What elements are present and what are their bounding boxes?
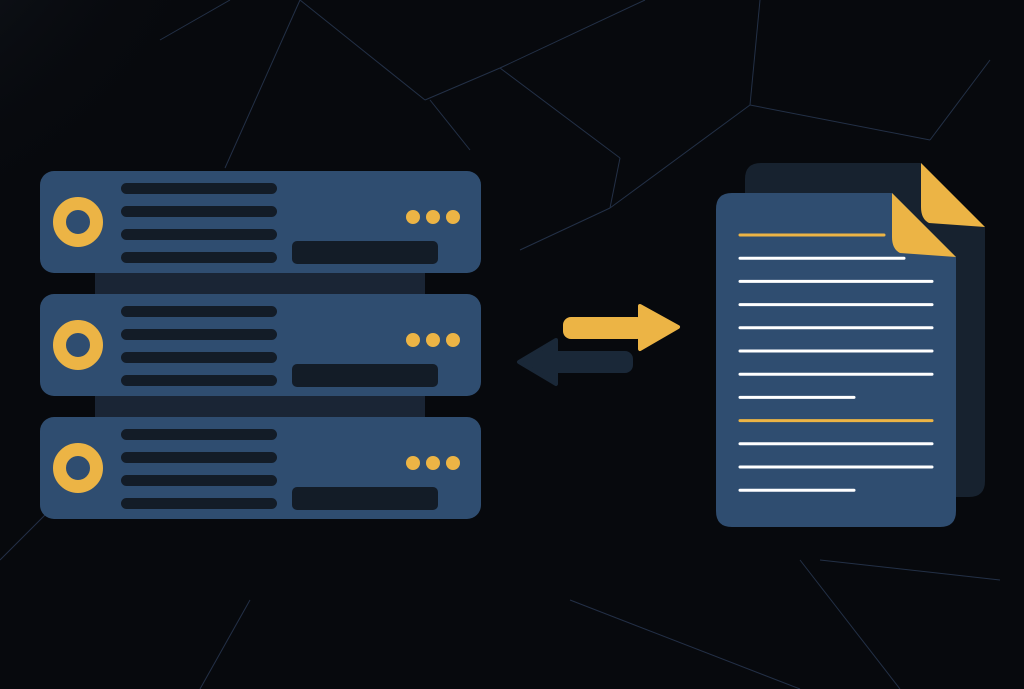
drive-bay-line xyxy=(121,329,277,340)
network-line xyxy=(519,207,611,251)
folded-corner xyxy=(892,193,956,257)
server-rack xyxy=(40,171,481,519)
network-line xyxy=(224,0,301,169)
server-slot xyxy=(292,241,438,264)
arrow-left-shaft xyxy=(550,351,633,373)
arrow-right-shaft xyxy=(563,317,645,339)
server-unit xyxy=(40,294,481,396)
network-line xyxy=(569,599,801,689)
network-line xyxy=(929,59,991,141)
network-line xyxy=(749,104,931,141)
network-line xyxy=(819,559,1001,581)
indicator-dot xyxy=(426,333,440,347)
network-line xyxy=(749,0,761,106)
indicator-dot xyxy=(446,210,460,224)
network-line xyxy=(299,0,426,101)
drive-bay-line xyxy=(121,306,277,317)
indicator-dot xyxy=(446,333,460,347)
server-unit xyxy=(40,171,481,273)
power-ring-icon xyxy=(53,197,103,247)
server-slot xyxy=(292,487,438,510)
indicator-dot xyxy=(406,456,420,470)
indicator-dot xyxy=(406,333,420,347)
power-ring-icon xyxy=(53,320,103,370)
network-line xyxy=(424,67,501,101)
drive-bay-line xyxy=(121,206,277,217)
drive-bay-line xyxy=(121,352,277,363)
drive-bay-line xyxy=(121,229,277,240)
drive-bay-line xyxy=(121,498,277,509)
network-line xyxy=(609,157,621,209)
indicator-dot xyxy=(406,210,420,224)
power-ring-icon xyxy=(53,443,103,493)
network-line xyxy=(499,0,646,69)
drive-bay-line xyxy=(121,252,277,263)
arrow-left-icon xyxy=(517,338,558,386)
drive-bay-line xyxy=(121,452,277,463)
server-slot xyxy=(292,364,438,387)
indicator-dot xyxy=(426,456,440,470)
indicator-dot xyxy=(426,210,440,224)
drive-bay-line xyxy=(121,475,277,486)
server-unit xyxy=(40,417,481,519)
network-line xyxy=(799,559,901,689)
document-stack xyxy=(716,163,985,527)
network-line xyxy=(429,99,471,151)
network-line xyxy=(159,0,231,41)
transfer-arrows xyxy=(517,304,680,386)
network-lines xyxy=(0,0,1001,689)
network-line xyxy=(499,67,621,159)
drive-bay-line xyxy=(121,183,277,194)
indicator-dot xyxy=(446,456,460,470)
folded-corner xyxy=(921,163,985,227)
drive-bay-line xyxy=(121,429,277,440)
network-line xyxy=(199,599,251,689)
arrow-right-icon xyxy=(638,304,680,351)
drive-bay-line xyxy=(121,375,277,386)
network-line xyxy=(609,104,751,209)
